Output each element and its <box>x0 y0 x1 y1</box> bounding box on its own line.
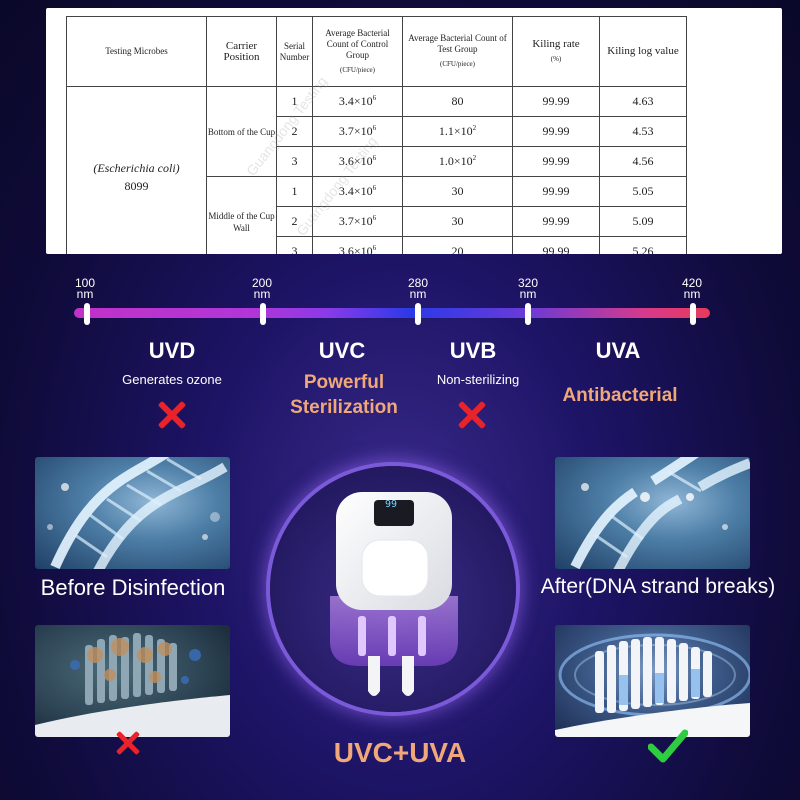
table-row: 2 3.7×106 1.1×102 99.99 4.53 <box>67 116 687 147</box>
dirty-toothbrush-image <box>35 625 230 737</box>
test-cell: 20 <box>402 236 513 254</box>
log-cell: 4.53 <box>599 116 687 147</box>
header-microbes: Testing Microbes <box>66 16 207 87</box>
clean-toothbrush-image <box>555 625 750 737</box>
dna-broken-image <box>555 457 750 569</box>
log-cell: 4.56 <box>599 146 687 177</box>
sterilizer-device-illustration <box>330 492 458 696</box>
after-disinfection-caption: After(DNA strand breaks) <box>540 575 776 598</box>
band-uvc-title: UVC <box>318 338 366 363</box>
serial-cell: 3 <box>276 146 313 177</box>
control-cell: 3.4×106 <box>312 176 403 207</box>
log-cell: 5.09 <box>599 206 687 237</box>
control-cell: 3.6×106 <box>312 236 403 254</box>
device-timer-display: 99 <box>385 499 398 510</box>
rate-cell: 99.99 <box>512 206 600 237</box>
header-log: Kiling log value <box>599 16 687 87</box>
test-report-table: Testing Microbes Carrier Position Serial… <box>66 16 687 254</box>
broken-dna-helix-icon <box>570 457 750 569</box>
rate-cell: 99.99 <box>512 176 600 207</box>
band-uvd-note: Generates ozone <box>122 372 222 387</box>
header-control: Average Bacterial Count of Control Group… <box>312 16 403 87</box>
log-cell: 5.05 <box>599 176 687 207</box>
band-uva-highlight: Antibacterial <box>562 385 678 406</box>
test-cell: 30 <box>402 176 513 207</box>
log-cell: 5.26 <box>599 236 687 254</box>
control-cell: 3.6×106 <box>312 146 403 177</box>
header-carrier: Carrier Position <box>206 16 277 87</box>
table-row: Middle of the Cup Wall 1 3.4×106 30 99.9… <box>67 176 687 254</box>
rate-cell: 99.99 <box>512 236 600 254</box>
header-rate: Kiling rate(%) <box>512 16 600 87</box>
spectrum-tick <box>415 303 421 325</box>
test-cell: 1.1×102 <box>402 116 513 147</box>
serial-cell: 2 <box>276 206 313 237</box>
rate-cell: 99.99 <box>512 86 600 117</box>
before-disinfection-caption: Before Disinfection <box>40 575 226 600</box>
control-cell: 3.7×106 <box>312 206 403 237</box>
x-mark-icon <box>115 730 141 756</box>
x-mark-icon <box>457 400 487 430</box>
uv-sterilizer-device-showcase: 99 <box>270 466 516 712</box>
log-cell: 4.63 <box>599 86 687 117</box>
x-mark-icon <box>157 400 187 430</box>
rate-cell: 99.99 <box>512 146 600 177</box>
table-row: (Escherichia coli)8099 Bottom of the Cup… <box>66 86 687 254</box>
control-cell: 3.7×106 <box>312 116 403 147</box>
uv-spectrum-bar <box>74 308 710 318</box>
serial-cell: 3 <box>276 236 313 254</box>
carrier-position: Middle of the Cup Wall <box>206 176 277 254</box>
uvc-uva-label: UVC+UVA <box>333 737 467 768</box>
spectrum-tick <box>84 303 90 325</box>
check-mark-icon <box>648 729 688 763</box>
dna-intact-image <box>35 457 230 569</box>
band-uvb-note: Non-sterilizing <box>436 372 520 387</box>
control-cell: 3.4×106 <box>312 86 403 117</box>
spectrum-tick <box>690 303 696 325</box>
test-cell: 30 <box>402 206 513 237</box>
header-test: Average Bacterial Count of Test Group(CF… <box>402 16 513 87</box>
spectrum-tick <box>525 303 531 325</box>
header-serial: Serial Number <box>276 16 313 87</box>
serial-cell: 1 <box>276 176 313 207</box>
carrier-position: Bottom of the Cup <box>206 86 277 177</box>
spectrum-tick <box>260 303 266 325</box>
microbe-cell: (Escherichia coli)8099 <box>66 86 207 254</box>
band-uvb-title: UVB <box>449 338 497 363</box>
table-row: 3 3.6×106 20 99.99 5.26 <box>67 236 687 254</box>
rate-cell: 99.99 <box>512 116 600 147</box>
band-uva-title: UVA <box>595 338 641 363</box>
band-uvd-title: UVD <box>148 338 196 363</box>
test-report-table-card: Testing Microbes Carrier Position Serial… <box>46 8 782 254</box>
test-cell: 1.0×102 <box>402 146 513 177</box>
dna-helix-icon <box>47 457 228 569</box>
table-header-row: Testing Microbes Carrier Position Serial… <box>66 16 687 87</box>
test-cell: 80 <box>402 86 513 117</box>
